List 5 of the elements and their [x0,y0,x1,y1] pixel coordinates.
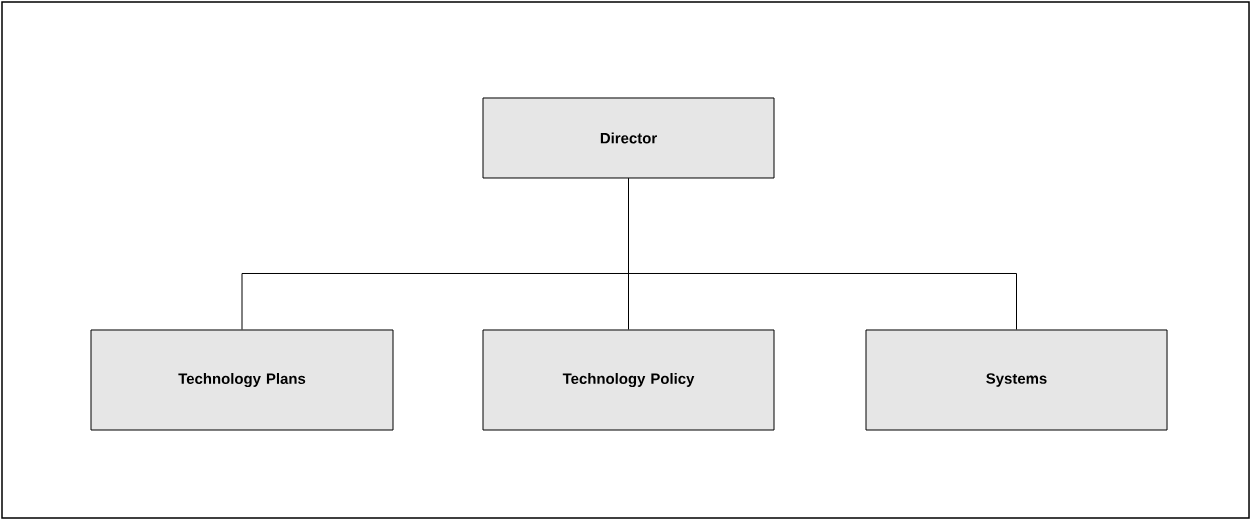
org-box: Technology Plans [90,329,394,431]
org-box: Systems [865,329,1168,431]
connector-line [628,178,1017,330]
org-box: Director [482,97,775,179]
org-box: Technology Policy [482,329,775,431]
